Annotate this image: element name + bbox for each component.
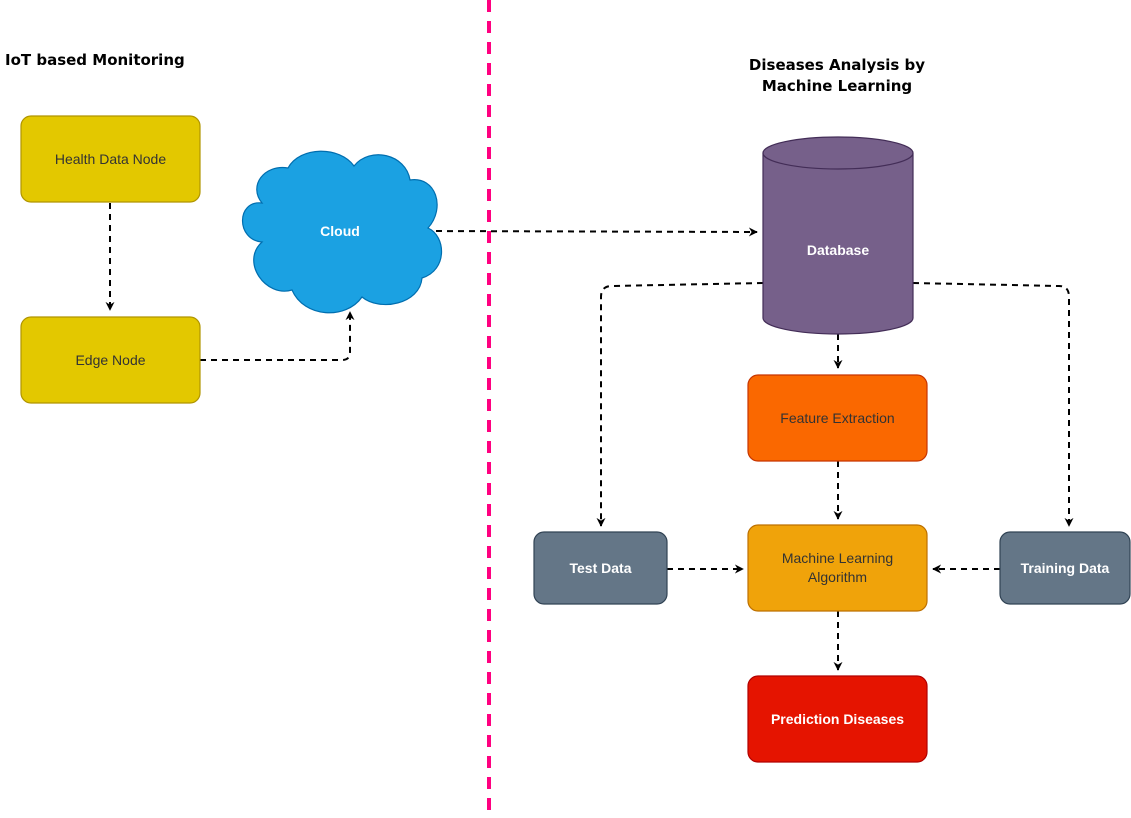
health-data-node-shape[interactable] <box>20 115 201 203</box>
cloud-shape[interactable] <box>241 150 443 314</box>
edge-edge-node-to-cloud[interactable] <box>200 311 355 361</box>
feature-extraction-shape[interactable] <box>747 374 928 462</box>
training-data-shape[interactable] <box>999 531 1131 605</box>
edge-database-to-test-data[interactable] <box>596 282 764 527</box>
edge-database-to-training-data[interactable] <box>912 282 1074 527</box>
edge-cloud-to-database[interactable] <box>424 227 758 237</box>
right-section-title: Diseases Analysis by Machine Learning <box>748 56 926 95</box>
test-data-shape[interactable] <box>533 531 668 605</box>
prediction-diseases-shape[interactable] <box>747 675 928 763</box>
ml-algorithm-shape[interactable] <box>747 524 928 612</box>
connectors <box>105 203 1074 671</box>
database-shape[interactable] <box>762 136 914 335</box>
edge-node-shape[interactable] <box>20 316 201 404</box>
left-section-title: IoT based Monitoring <box>5 51 185 69</box>
